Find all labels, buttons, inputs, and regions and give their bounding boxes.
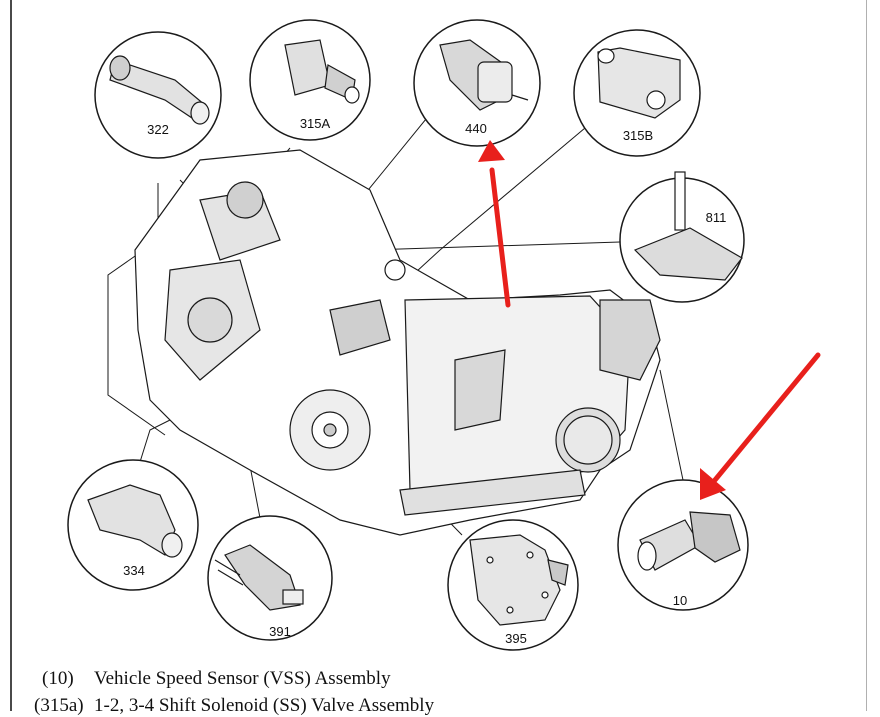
transmission-diagram: 322 315A 440 315B 811 334 391 395 10 — [67, 19, 821, 651]
legend-description: 1-2, 3-4 Shift Solenoid (SS) Valve Assem… — [94, 695, 435, 716]
callout-number: 440 — [465, 121, 487, 136]
callout-number: 322 — [147, 122, 169, 137]
part-811-sketch — [633, 171, 743, 281]
part-334-sketch — [87, 484, 183, 558]
page-border-right — [866, 0, 867, 711]
legend-code: (315a) — [34, 695, 84, 716]
part-391-sketch — [214, 544, 304, 611]
callout-number: 395 — [505, 631, 527, 646]
part-10-sketch — [637, 511, 741, 571]
part-315b-sketch — [597, 47, 681, 119]
callout-number: 391 — [269, 624, 291, 639]
part-395-sketch — [469, 534, 569, 626]
page-border-left — [10, 0, 12, 711]
callout-number: 10 — [673, 593, 687, 608]
callout-number: 315B — [623, 128, 653, 143]
part-440-sketch — [439, 39, 529, 111]
callout-number: 811 — [706, 210, 727, 225]
legend-description: Vehicle Speed Sensor (VSS) Assembly — [94, 668, 391, 689]
callout-number: 334 — [123, 563, 145, 578]
part-sketches — [87, 39, 743, 626]
legend-code: (10) — [42, 668, 74, 689]
red-arrow-icon — [478, 140, 511, 308]
part-315a-sketch — [284, 39, 360, 104]
transmission-body — [134, 149, 661, 536]
part-322-sketch — [109, 55, 210, 125]
callout-number: 315A — [300, 116, 331, 131]
red-arrow-icon — [700, 352, 821, 500]
